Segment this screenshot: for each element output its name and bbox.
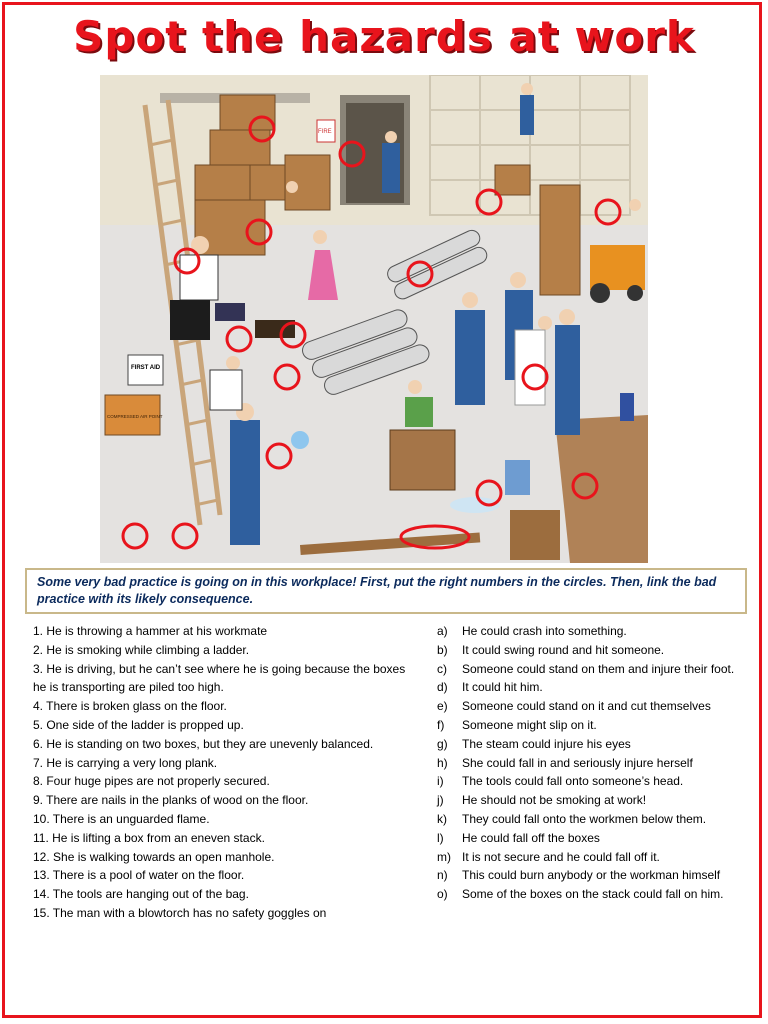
consequence-letter: f) [437, 717, 445, 732]
hazard-item: 5. One side of the ladder is propped up. [33, 717, 244, 732]
consequence-text: She could fall in and seriously injure h… [462, 755, 693, 770]
hazard-item: 13. There is a pool of water on the floo… [33, 868, 245, 883]
hazard-item: 4. There is broken glass on the floor. [33, 699, 227, 714]
consequence-text: Someone could stand on them and injure t… [462, 661, 735, 676]
consequence-text: He could fall off the boxes [462, 830, 600, 845]
consequence-letter: h) [437, 755, 448, 770]
consequence-letter: j) [437, 793, 444, 808]
consequence-letter: n) [437, 868, 448, 883]
hazard-item: 3. He is driving, but he can’t see where… [33, 661, 406, 695]
consequence-item: k) They could fall onto the workmen below… [437, 810, 747, 829]
page-title: Spot the hazards at work [73, 12, 695, 61]
consequence-text: It could hit him. [462, 680, 543, 695]
consequence-letter: g) [437, 736, 448, 751]
consequence-text: The steam could injure his eyes [462, 736, 631, 751]
workplace-illustration: FIRE [100, 75, 648, 563]
hazard-item: 9. There are nails in the planks of wood… [33, 793, 309, 808]
consequence-item: m) It is not secure and he could fall off… [437, 848, 747, 867]
consequence-item: b) It could swing round and hit someone. [437, 641, 747, 660]
consequence-letter: o) [437, 887, 448, 902]
consequence-text: Someone might slip on it. [462, 717, 597, 732]
consequence-text: He could crash into something. [462, 624, 627, 638]
fire-sign-text: FIRE [318, 129, 332, 135]
consequence-item: j) He should not be smoking at work! [437, 791, 747, 810]
consequence-text: He should not be smoking at work! [462, 793, 647, 808]
hazard-item: 2. He is smoking while climbing a ladder… [33, 642, 250, 657]
consequence-item: l) He could fall off the boxes [437, 829, 747, 848]
hazard-item: 1. He is throwing a hammer at his workma… [33, 624, 268, 638]
hazard-item: 12. She is walking towards an open manho… [33, 849, 275, 864]
hazard-item: 15. The man with a blowtorch has no safe… [33, 905, 327, 920]
consequence-letter: c) [437, 661, 447, 676]
consequence-letter: e) [437, 699, 448, 714]
hazard-item: 11. He is lifting a box from an eneven s… [33, 830, 265, 845]
consequence-text: They could fall onto the workmen below t… [462, 811, 707, 826]
hazard-circles [121, 115, 622, 550]
consequence-letter: d) [437, 680, 448, 695]
consequence-letter: b) [437, 642, 448, 657]
hazards-list: 1. He is throwing a hammer at his workma… [33, 622, 413, 923]
consequence-letter: k) [437, 811, 447, 826]
consequence-text: Someone could stand on it and cut themse… [462, 699, 711, 714]
consequence-letter: m) [437, 849, 451, 864]
hazard-item: 14. The tools are hanging out of the bag… [33, 887, 249, 902]
consequence-item: i) The tools could fall onto someone’s he… [437, 772, 747, 791]
consequences-list: a) He could crash into something. b) It co… [437, 622, 747, 904]
consequence-item: h) She could fall in and seriously injure… [437, 754, 747, 773]
hazard-item: 10. There is an unguarded flame. [33, 811, 210, 826]
compressed-air-sign-text: COMPRESSED AIR POINT [107, 414, 163, 419]
consequence-item: f) Someone might slip on it. [437, 716, 747, 735]
consequence-item: e) Someone could stand on it and cut them… [437, 697, 747, 716]
consequence-item: n) This could burn anybody or the workman… [437, 866, 747, 885]
consequence-text: The tools could fall onto someone’s head… [462, 774, 684, 789]
instructions-box: Some very bad practice is going on in th… [25, 568, 747, 614]
consequence-item: c) Someone could stand on them and injure… [437, 660, 747, 679]
hazard-item: 7. He is carrying a very long plank. [33, 755, 218, 770]
hazard-item: 6. He is standing on two boxes, but they… [33, 736, 374, 751]
consequence-text: It is not secure and he could fall off i… [462, 849, 660, 864]
consequence-text: It could swing round and hit someone. [462, 642, 665, 657]
consequence-letter: l) [437, 830, 444, 845]
consequence-letter: i) [437, 774, 444, 789]
consequence-text: This could burn anybody or the workman h… [462, 868, 721, 883]
consequence-item: d) It could hit him. [437, 678, 747, 697]
first-aid-sign-text: FIRST AID [131, 365, 161, 371]
consequence-text: Some of the boxes on the stack could fal… [462, 887, 724, 902]
consequence-item: a) He could crash into something. [437, 622, 747, 641]
workplace-scene: FIRE [100, 75, 648, 563]
hazard-item: 8. Four huge pipes are not properly secu… [33, 774, 270, 789]
consequence-item: g) The steam could injure his eyes [437, 735, 747, 754]
consequence-item: o) Some of the boxes on the stack could f… [437, 885, 747, 904]
consequence-letter: a) [437, 624, 448, 638]
